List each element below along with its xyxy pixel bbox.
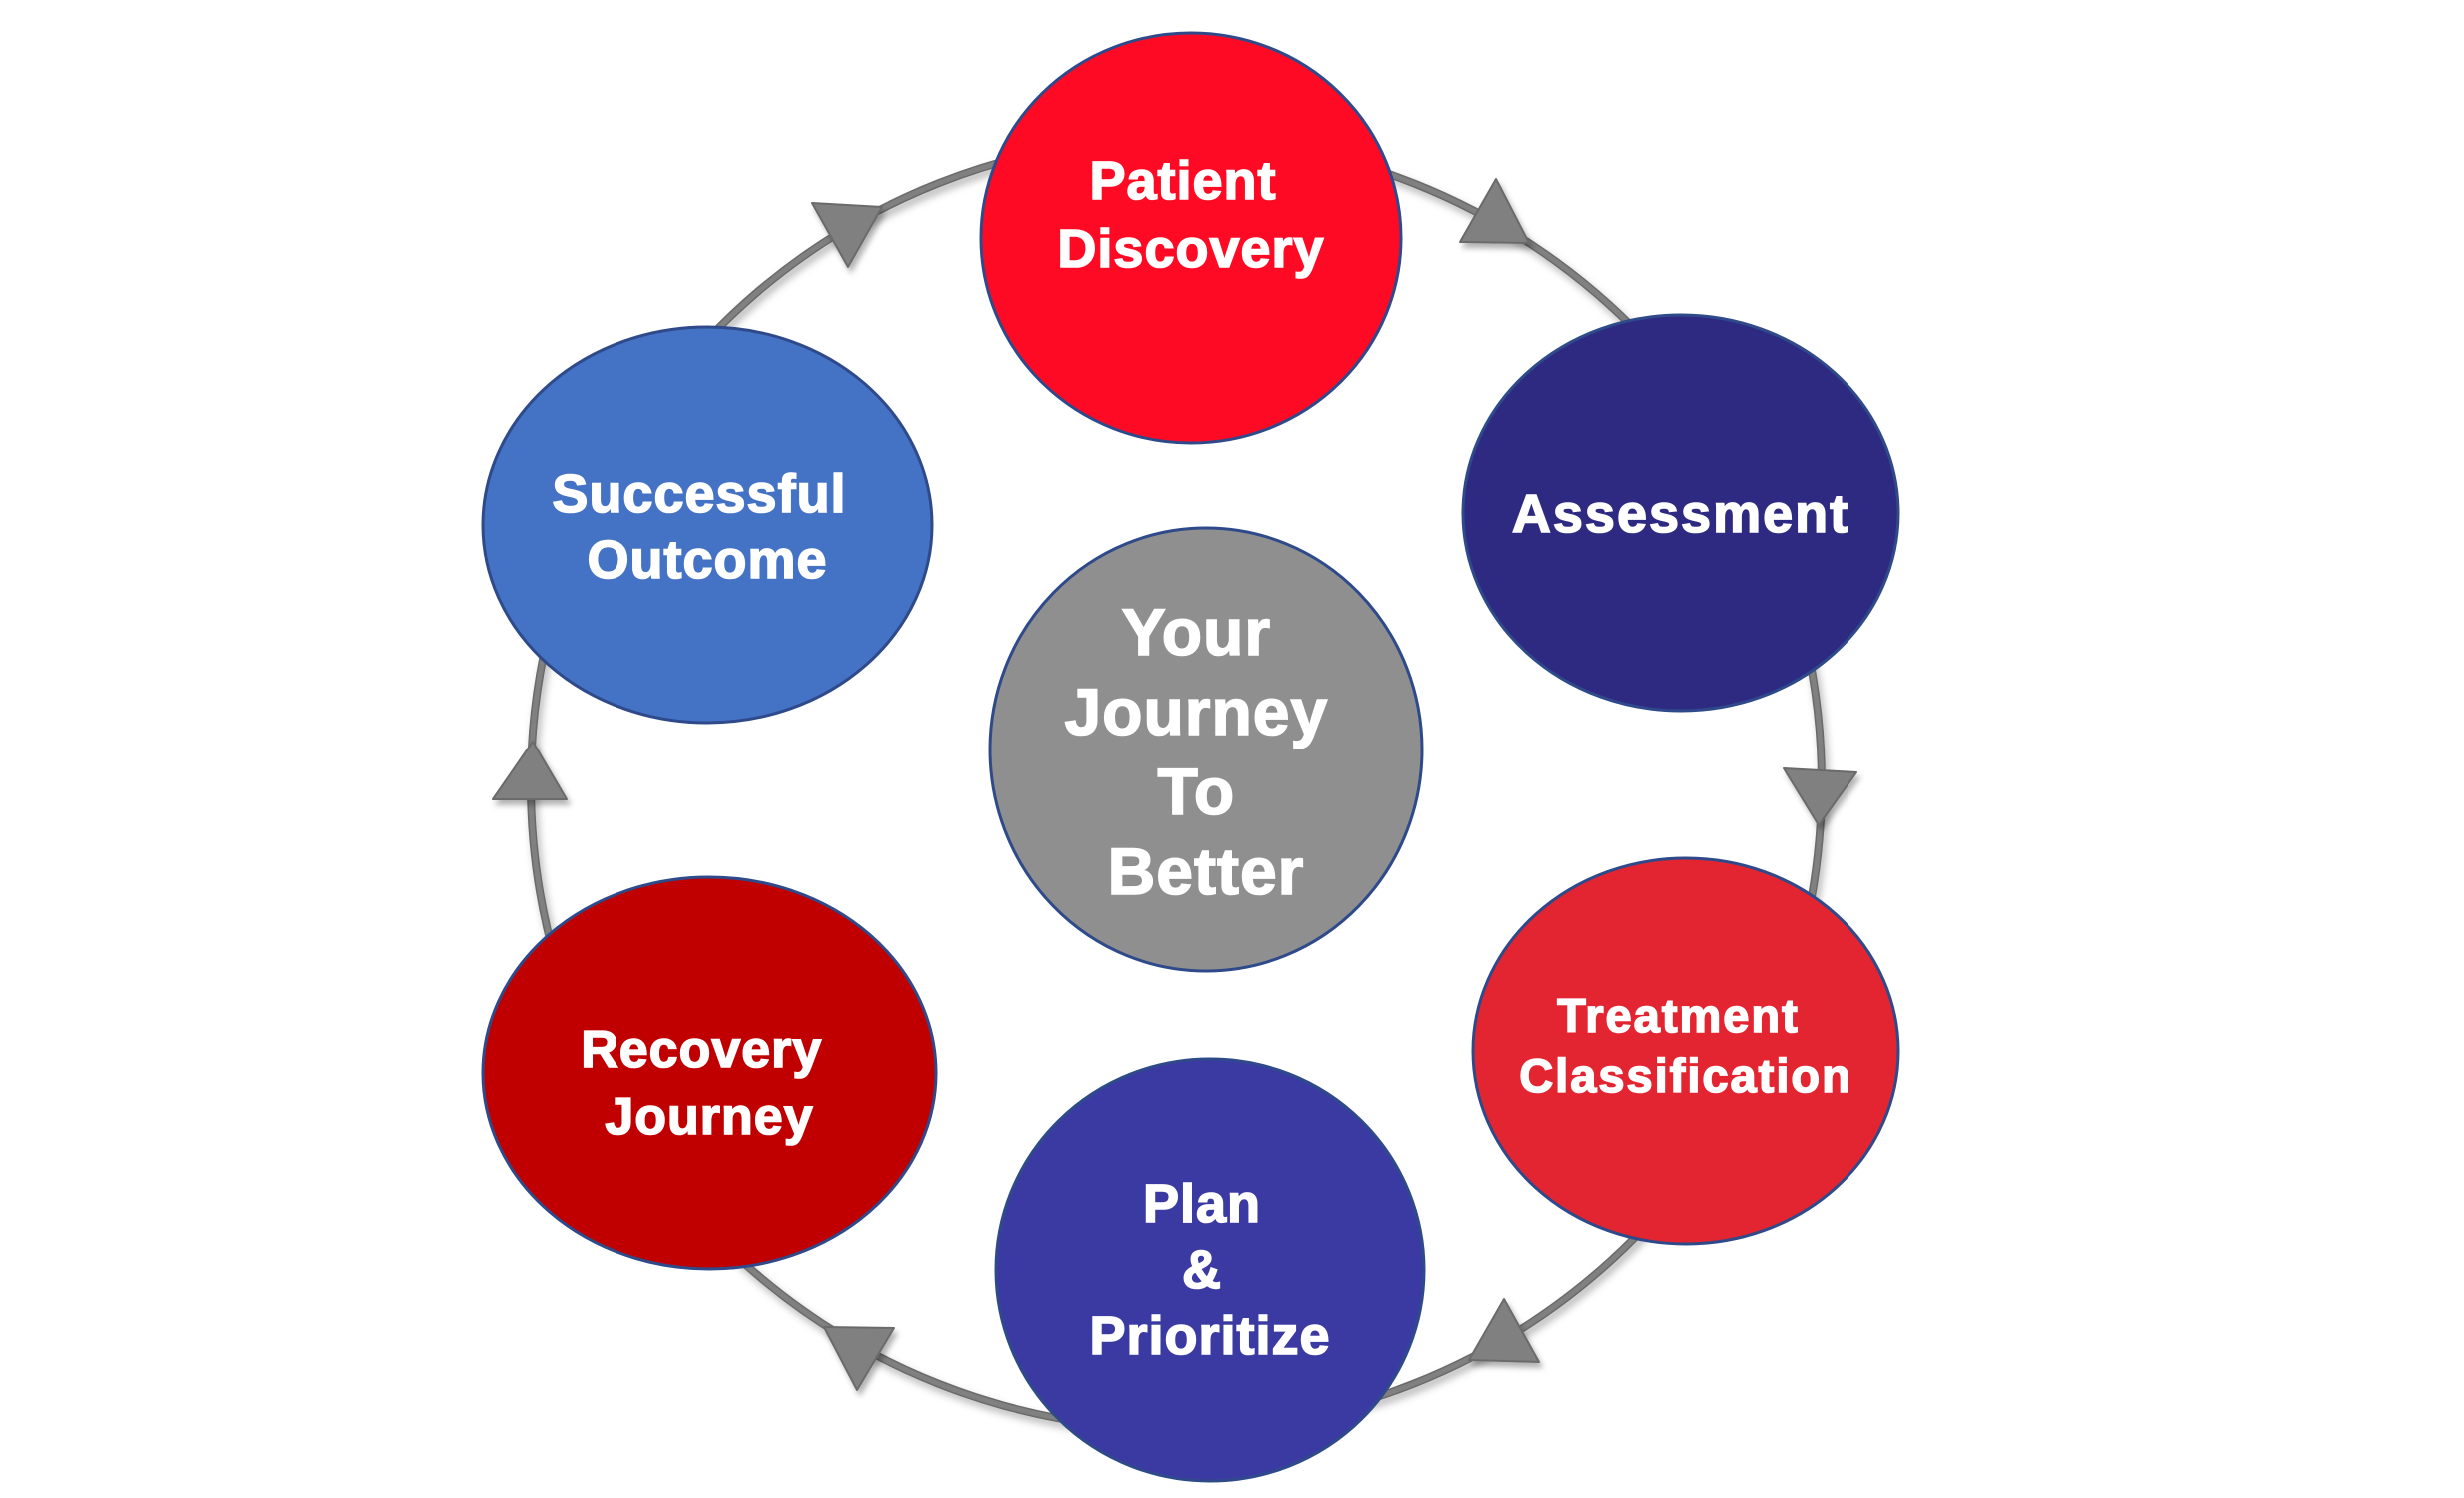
- step-node-shape: [1471, 856, 1900, 1246]
- label-line: Treatment: [1557, 989, 1800, 1042]
- step-node-label: Recovery Journey: [581, 1021, 838, 1146]
- center-label-line: To: [1157, 754, 1235, 828]
- label-line: Discovery: [1057, 219, 1324, 279]
- step-node-shape: [481, 875, 938, 1271]
- step-node-label: Successful Outcome: [552, 464, 862, 590]
- center-label-line: Your: [1122, 595, 1271, 669]
- label-line: Assessment: [1512, 484, 1849, 544]
- center-node-label: Your Journey To Better: [1064, 595, 1347, 908]
- label-line: Prioritize: [1089, 1306, 1330, 1366]
- step-node-recovery-journey: Recovery Journey: [481, 875, 938, 1271]
- center-node-shape: [988, 526, 1424, 973]
- center-label-line: Better: [1108, 834, 1305, 908]
- step-node-patient-discovery: Patient Discovery: [979, 31, 1403, 445]
- label-line: Patient: [1089, 151, 1276, 211]
- step-node-label: Assessment: [1512, 484, 1849, 544]
- arrow-icon-outcome-to-discovery: [811, 202, 883, 268]
- step-node-successful-outcome: Successful Outcome: [481, 325, 934, 725]
- step-node-label: Treatment Classification: [1519, 989, 1852, 1102]
- step-node-label: Patient Discovery: [1057, 151, 1324, 279]
- label-line: Classification: [1519, 1049, 1852, 1102]
- label-line: Journey: [605, 1088, 813, 1146]
- label-line: Plan: [1143, 1174, 1261, 1234]
- arrow-icon-assessment-to-treatment: [1783, 767, 1857, 826]
- arrow-icon-recovery-to-outcome: [492, 741, 568, 800]
- step-node-label: Plan & Prioritize: [1089, 1174, 1330, 1366]
- center-node-your-journey-to-better: Your Journey To Better: [988, 526, 1424, 973]
- arrow-icon-discovery-to-assessment: [1459, 178, 1530, 244]
- step-node-assessment: Assessment: [1461, 313, 1900, 713]
- label-line: Outcome: [587, 530, 827, 590]
- step-node-shape: [1461, 313, 1900, 713]
- arrow-icon-plan-to-recovery: [823, 1326, 895, 1391]
- step-node-treatment-classification: Treatment Classification: [1471, 856, 1900, 1246]
- arrow-icon-treatment-to-plan: [1468, 1298, 1540, 1363]
- label-line: Recovery: [581, 1021, 822, 1079]
- center-label-line: Journey: [1064, 675, 1328, 749]
- step-node-shape: [979, 31, 1403, 445]
- label-line: Successful: [552, 464, 846, 524]
- label-line: &: [1182, 1240, 1222, 1300]
- step-node-shape: [994, 1057, 1426, 1483]
- step-node-shape: [481, 325, 934, 725]
- step-node-plan-prioritize: Plan & Prioritize: [994, 1057, 1426, 1483]
- cycle-arrows: [492, 178, 1857, 1391]
